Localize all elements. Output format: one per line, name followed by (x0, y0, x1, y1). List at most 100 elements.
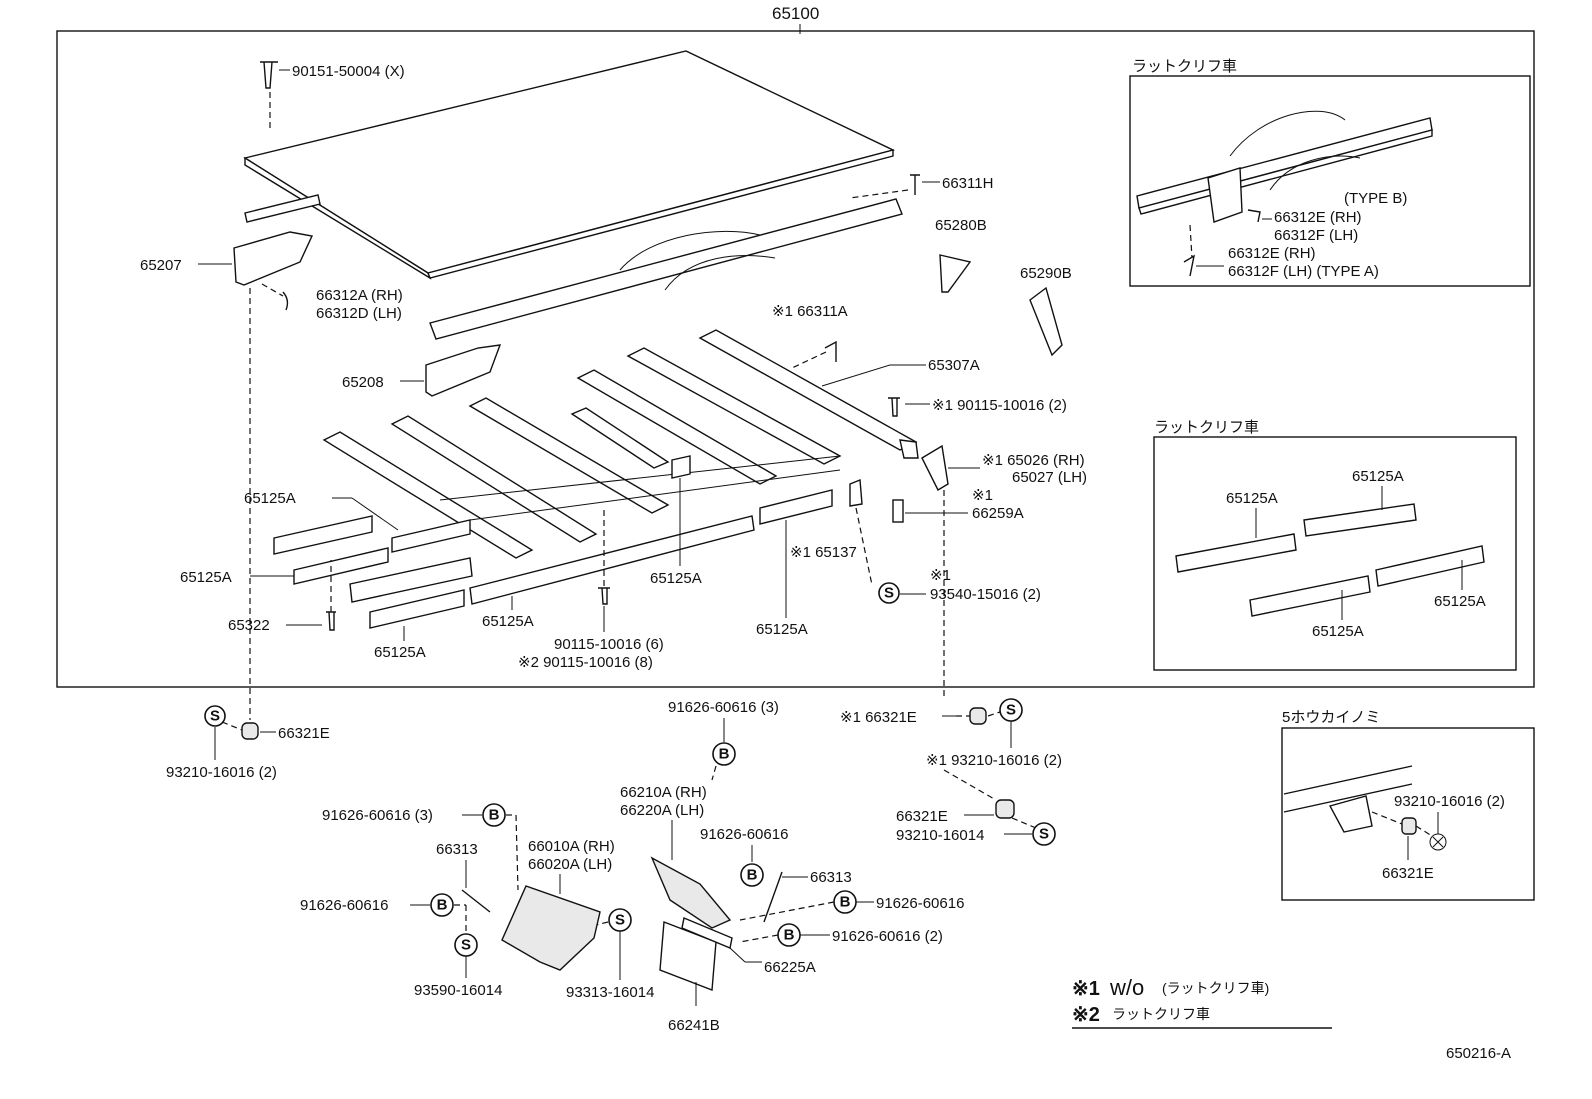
label-65125a-1: 65125A (244, 490, 296, 507)
s-symbol-93210-mid: S (999, 698, 1023, 722)
s-symbol-93210-16014: S (1032, 822, 1056, 846)
bolt-90115-6 (598, 587, 610, 605)
inset2-65125a-3: 65125A (1312, 623, 1364, 640)
label-93210-16014: 93210-16014 (896, 827, 984, 844)
mudguard-66210a (650, 856, 732, 929)
label-65322: 65322 (228, 617, 270, 634)
inset3-title: 5ホウカイノミ (1282, 709, 1380, 726)
dash-91626-c (739, 901, 835, 921)
dash-66311a (791, 351, 827, 369)
clip-66312a (282, 291, 289, 311)
label-65125a-5: 65125A (756, 621, 808, 638)
label-66259a: 66259A (972, 505, 1024, 522)
label-66313-left: 66313 (436, 841, 478, 858)
front-crossmember (244, 194, 903, 340)
inset1-66312e: 66312E (RH) (1274, 209, 1362, 226)
dash-65137 (855, 507, 873, 586)
dash-66321e-left (221, 721, 243, 731)
label-91626-a: 91626-60616 (700, 826, 788, 843)
label-65125a-4: 65125A (482, 613, 534, 630)
label-66020a: 66020A (LH) (528, 856, 612, 873)
label-66313-right: 66313 (810, 869, 852, 886)
label-65125a-6: 65125A (374, 644, 426, 661)
pin-66311h (849, 174, 940, 199)
inset1-type-b: (TYPE B) (1344, 190, 1407, 207)
label-65125a-3: 65125A (650, 570, 702, 587)
inset1-66312f: 66312F (LH) (1274, 227, 1358, 244)
screw-90151 (260, 61, 290, 130)
s-symbol-93540: S (878, 582, 900, 604)
inset2-65125a-1: 65125A (1226, 490, 1278, 507)
leader-66225a-1 (729, 947, 746, 963)
label-66311a: ※1 66311A (772, 303, 848, 320)
inset1-title: ラットクリフ車 (1132, 58, 1237, 75)
inset3-drawing (1283, 765, 1447, 851)
label-90115-6: 90115-10016 (6) (554, 636, 664, 653)
label-66321e-mid: ※1 66321E (840, 709, 917, 726)
legend-note1-text: w/o (1109, 975, 1144, 1000)
b-symbol-91626-3a: B (712, 742, 736, 766)
inset2-title: ラットクリフ車 (1154, 419, 1259, 436)
svg-text:B: B (489, 807, 500, 824)
label-65290b: 65290B (1020, 265, 1072, 282)
dash-93210-16014 (1011, 817, 1037, 829)
svg-text:B: B (840, 894, 851, 911)
inset1-drawing (1136, 110, 1433, 223)
inset3-frame (1281, 727, 1535, 901)
dash-91626-3b-b (515, 814, 519, 891)
assembly-number: 65100 (772, 4, 819, 23)
label-91626-2: 91626-60616 (2) (832, 928, 943, 945)
dash-93210-mid (987, 711, 1001, 717)
b-symbol-91626-b: B (430, 893, 454, 917)
pin-66311a (824, 340, 837, 362)
label-91626-b: 91626-60616 (300, 897, 388, 914)
svg-text:S: S (615, 912, 625, 929)
legend-note1-mark: ※1 (1072, 978, 1100, 1000)
legend: ※1 w/o (ラットクリフ車) ※2 ラットクリフ車 (1072, 975, 1332, 1029)
label-65125a-2: 65125A (180, 569, 232, 586)
leader-65307a-2 (821, 364, 891, 387)
inset1-frame (1129, 75, 1531, 287)
b-symbol-91626-c: B (833, 890, 857, 914)
legend-note2-mark: ※2 (1072, 1004, 1100, 1026)
label-65208: 65208 (342, 374, 384, 391)
label-65207: 65207 (140, 257, 182, 274)
label-93313: 93313-16014 (566, 984, 654, 1001)
bracket-65290b (1029, 286, 1063, 357)
inset2-frame (1153, 436, 1517, 671)
dash-91626-3a (711, 765, 717, 781)
inset1-66312e-2: 66312E (RH) (1228, 245, 1316, 262)
label-91626-3a: 91626-60616 (3) (668, 699, 779, 716)
bumper-66321e-lower (995, 799, 1015, 819)
label-66321e-left: 66321E (278, 725, 330, 742)
svg-text:S: S (1006, 702, 1016, 719)
svg-text:B: B (784, 927, 795, 944)
label-66311h: 66311H (942, 175, 993, 192)
sill-group (322, 329, 919, 559)
label-90151-50004: 90151-50004 (X) (292, 63, 405, 80)
floor-panel (243, 50, 896, 280)
label-66010a: 66010A (RH) (528, 838, 615, 855)
bracket-65208 (425, 344, 502, 397)
svg-text:S: S (461, 937, 471, 954)
main-frame (56, 30, 1535, 688)
label-66312a: 66312A (RH) (316, 287, 403, 304)
s-symbol-93313: S (608, 908, 632, 932)
legend-note2-text: ラットクリフ車 (1112, 1006, 1210, 1022)
label-90115-8: ※2 90115-10016 (8) (518, 654, 653, 671)
label-93210-mid: ※1 93210-16016 (2) (926, 752, 1062, 769)
inset2-pieces (1175, 503, 1485, 617)
bracket-65207 (233, 231, 314, 286)
dash-66312a (261, 283, 284, 297)
label-65027: 65027 (LH) (1012, 469, 1087, 486)
s-symbol-93590: S (454, 933, 478, 957)
label-93210-left: 93210-16016 (2) (166, 764, 277, 781)
inset3-93210: 93210-16016 (2) (1394, 793, 1505, 810)
label-66210a: 66210A (RH) (620, 784, 707, 801)
label-66225a: 66225A (764, 959, 816, 976)
inset1-clip-b (1247, 209, 1261, 223)
label-90115-2: ※1 90115-10016 (2) (932, 397, 1067, 414)
collar-66259a (892, 499, 904, 523)
dash-66321e-lower (943, 769, 997, 801)
